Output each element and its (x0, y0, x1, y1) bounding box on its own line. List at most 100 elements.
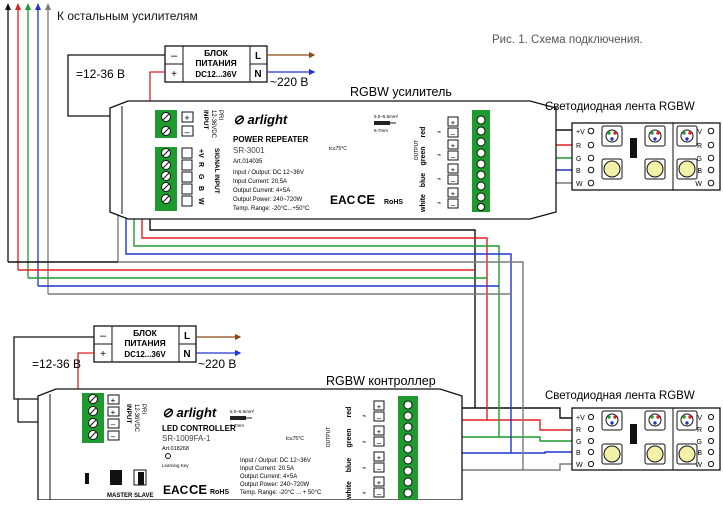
svg-text:blue: blue (420, 173, 427, 187)
svg-text:⌁: ⌁ (437, 152, 441, 159)
svg-text:–: – (184, 127, 189, 137)
amplifier-heading: RGBW усилитель (350, 85, 452, 99)
svg-text:+: + (171, 69, 177, 80)
svg-text:5.0~5.5mm²: 5.0~5.5mm² (230, 409, 255, 414)
svg-text:–: – (451, 176, 456, 185)
svg-text:G: G (197, 174, 204, 180)
svg-text:⌁: ⌁ (362, 490, 366, 497)
svg-text:ПИТАНИЯ: ПИТАНИЯ (124, 338, 165, 348)
svg-text:W: W (576, 181, 583, 188)
svg-text:+: + (111, 396, 116, 405)
svg-text:tc≤75°C: tc≤75°C (286, 436, 304, 442)
svg-text:+: + (377, 478, 382, 487)
svg-text:Output Current: 4×5A: Output Current: 4×5A (240, 474, 297, 480)
svg-text:W: W (197, 198, 204, 205)
svg-text:R: R (197, 162, 204, 167)
amp-brand-logo: ⊘ arlight (233, 112, 288, 127)
master-label: MASTER (107, 493, 133, 499)
ac-voltage-top: ~220 В (270, 75, 308, 89)
svg-text:W: W (695, 181, 702, 188)
controller-heading: RGBW контроллер (326, 374, 436, 388)
svg-text:⌁: ⌁ (437, 200, 441, 207)
svg-text:–: – (377, 464, 382, 473)
svg-text:R: R (576, 143, 581, 150)
svg-text:12-36VDC: 12-36VDC (133, 404, 139, 433)
svg-text:+: + (451, 118, 456, 127)
svg-text:Temp. Range: -20°C ... + 50°C: Temp. Range: -20°C ... + 50°C (240, 490, 322, 496)
svg-text:green: green (346, 428, 353, 447)
svg-text:OUTPUT: OUTPUT (414, 140, 420, 161)
svg-text:B: B (697, 450, 702, 457)
svg-text:+V: +V (693, 415, 702, 422)
svg-text:OUTPUT: OUTPUT (326, 427, 332, 448)
eac-mark: EAC (330, 193, 356, 207)
led-strip-top: +V R G B W +V R G B W (571, 122, 721, 191)
svg-text:Input Current: 20,5A: Input Current: 20,5A (233, 179, 287, 185)
amp-output-pins (447, 116, 459, 209)
svg-text:–: – (111, 420, 116, 429)
svg-text:N: N (183, 349, 190, 360)
ctrl-rohs-mark: RoHS (210, 489, 229, 496)
svg-text:–: – (451, 129, 456, 138)
svg-text:Output Current: 4×5A: Output Current: 4×5A (233, 188, 290, 194)
figure-caption: Рис. 1. Схема подключения. (492, 34, 643, 46)
svg-text:⌁: ⌁ (437, 129, 441, 136)
svg-text:–: – (377, 489, 382, 498)
svg-text:PRI: PRI (217, 110, 223, 120)
top-label: К остальным усилителям (57, 9, 198, 23)
svg-text:–: – (100, 330, 107, 342)
svg-text:R: R (697, 427, 702, 434)
led-strip-bottom: +V R G B W +V R G B W (571, 407, 721, 471)
svg-text:5.0~5.5mm²: 5.0~5.5mm² (374, 114, 399, 119)
svg-text:–: – (451, 152, 456, 161)
strip-heading-top: Светодиодная лента RGBW (545, 101, 695, 113)
svg-text:W: W (576, 462, 583, 469)
svg-text:L: L (255, 51, 261, 62)
svg-text:SIGNAL INPUT: SIGNAL INPUT (213, 148, 220, 194)
svg-text:+V: +V (576, 415, 585, 422)
svg-text:ПИТАНИЯ: ПИТАНИЯ (195, 58, 236, 68)
svg-text:+: + (100, 349, 106, 360)
svg-text:G: G (576, 439, 581, 446)
svg-text:R: R (576, 427, 581, 434)
svg-text:G: G (697, 439, 702, 446)
svg-text:⌁: ⌁ (362, 439, 366, 446)
svg-text:red: red (420, 127, 427, 138)
svg-text:+: + (377, 402, 382, 411)
svg-text:white: white (420, 194, 427, 213)
svg-text:DC12...36V: DC12...36V (195, 70, 237, 79)
ac-voltage-bottom: ~220 В (198, 357, 236, 371)
svg-text:+: + (111, 408, 116, 417)
svg-text:Art.014035: Art.014035 (233, 159, 263, 165)
svg-text:+: + (377, 427, 382, 436)
svg-text:БЛОК: БЛОК (204, 48, 228, 58)
svg-text:white: white (346, 481, 353, 500)
svg-text:PRI: PRI (140, 404, 146, 414)
svg-text:⌁: ⌁ (362, 465, 366, 472)
svg-text:SR-3001: SR-3001 (233, 146, 265, 155)
svg-text:Input / Output: DC 12~36V: Input / Output: DC 12~36V (240, 458, 311, 464)
svg-text:B: B (197, 186, 204, 191)
svg-text:Art.018268: Art.018268 (162, 446, 189, 452)
svg-text:12-36VDC: 12-36VDC (210, 110, 216, 139)
svg-text:green: green (420, 146, 427, 165)
svg-text:–: – (171, 50, 178, 62)
svg-text:Input / Output: DC 12~36V: Input / Output: DC 12~36V (233, 170, 304, 176)
svg-text:+V: +V (576, 129, 585, 136)
svg-text:tc≤75°C: tc≤75°C (329, 146, 347, 152)
svg-text:LED CONTROLLER: LED CONTROLLER (162, 424, 236, 433)
svg-text:+: + (451, 165, 456, 174)
svg-text:–: – (377, 438, 382, 447)
svg-text:SR-1009FA-1: SR-1009FA-1 (162, 434, 211, 443)
svg-text:⌁: ⌁ (362, 413, 366, 420)
svg-text:INPUT: INPUT (125, 404, 132, 424)
svg-text:БЛОК: БЛОК (133, 328, 157, 338)
svg-text:Learning Key: Learning Key (162, 463, 189, 468)
svg-text:⌁: ⌁ (437, 176, 441, 183)
svg-text:DC12...36V: DC12...36V (124, 350, 166, 359)
svg-text:INPUT: INPUT (202, 110, 209, 130)
dc-voltage-top: =12-36 В (76, 67, 125, 81)
slave-label: SLAVE (134, 493, 154, 499)
svg-text:G: G (697, 156, 702, 163)
